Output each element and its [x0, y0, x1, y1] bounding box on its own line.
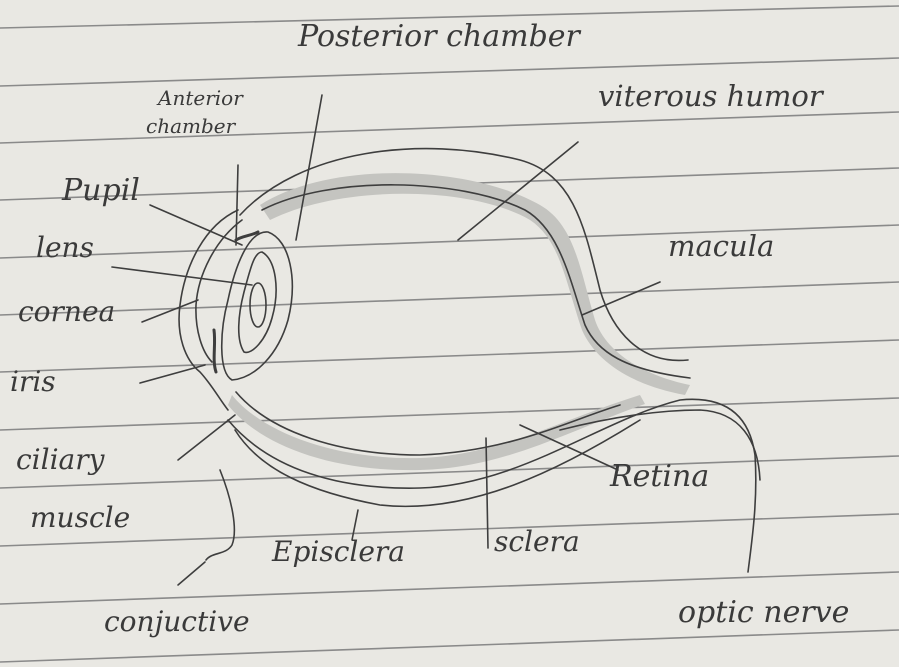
- leader-iris: [140, 365, 205, 383]
- leader-posterior-chamber: [296, 95, 322, 240]
- ruled-line: [0, 282, 899, 315]
- label-lens: lens: [36, 234, 94, 262]
- label-sclera: sclera: [494, 528, 580, 556]
- leader-conjunctive: [178, 562, 205, 585]
- label-anterior-chamber-line2: chamber: [146, 116, 235, 136]
- label-conjunctive: conjuctive: [104, 608, 250, 636]
- label-iris: iris: [10, 368, 56, 396]
- label-pupil: Pupil: [62, 176, 140, 206]
- lens-inner: [239, 252, 276, 352]
- leader-pupil: [150, 205, 242, 245]
- leader-lens: [112, 267, 252, 285]
- ruled-line: [0, 514, 899, 546]
- label-anterior-chamber-line1: Anterior: [158, 88, 243, 108]
- ruled-line: [0, 398, 899, 430]
- label-cornea: cornea: [18, 298, 115, 326]
- conjunctiva: [206, 470, 234, 560]
- iris-lower: [214, 330, 216, 372]
- ruled-line: [0, 340, 899, 372]
- retina-band-lower: [228, 395, 645, 470]
- leader-anterior-chamber: [236, 165, 238, 245]
- label-macula: macula: [668, 232, 774, 261]
- ruled-line: [0, 112, 899, 143]
- label-optic-nerve: optic nerve: [678, 598, 849, 628]
- leader-ciliary: [178, 415, 235, 460]
- leader-macula: [582, 282, 660, 315]
- label-ciliary-muscle-line1: ciliary: [16, 446, 104, 474]
- label-ciliary-muscle-line2: muscle: [30, 504, 130, 532]
- label-episclera: Episclera: [272, 538, 405, 566]
- label-posterior-chamber: Posterior chamber: [298, 22, 580, 52]
- label-retina: Retina: [610, 462, 709, 492]
- leader-cornea: [142, 300, 198, 322]
- label-vitreous-humor: viterous humor: [598, 82, 823, 111]
